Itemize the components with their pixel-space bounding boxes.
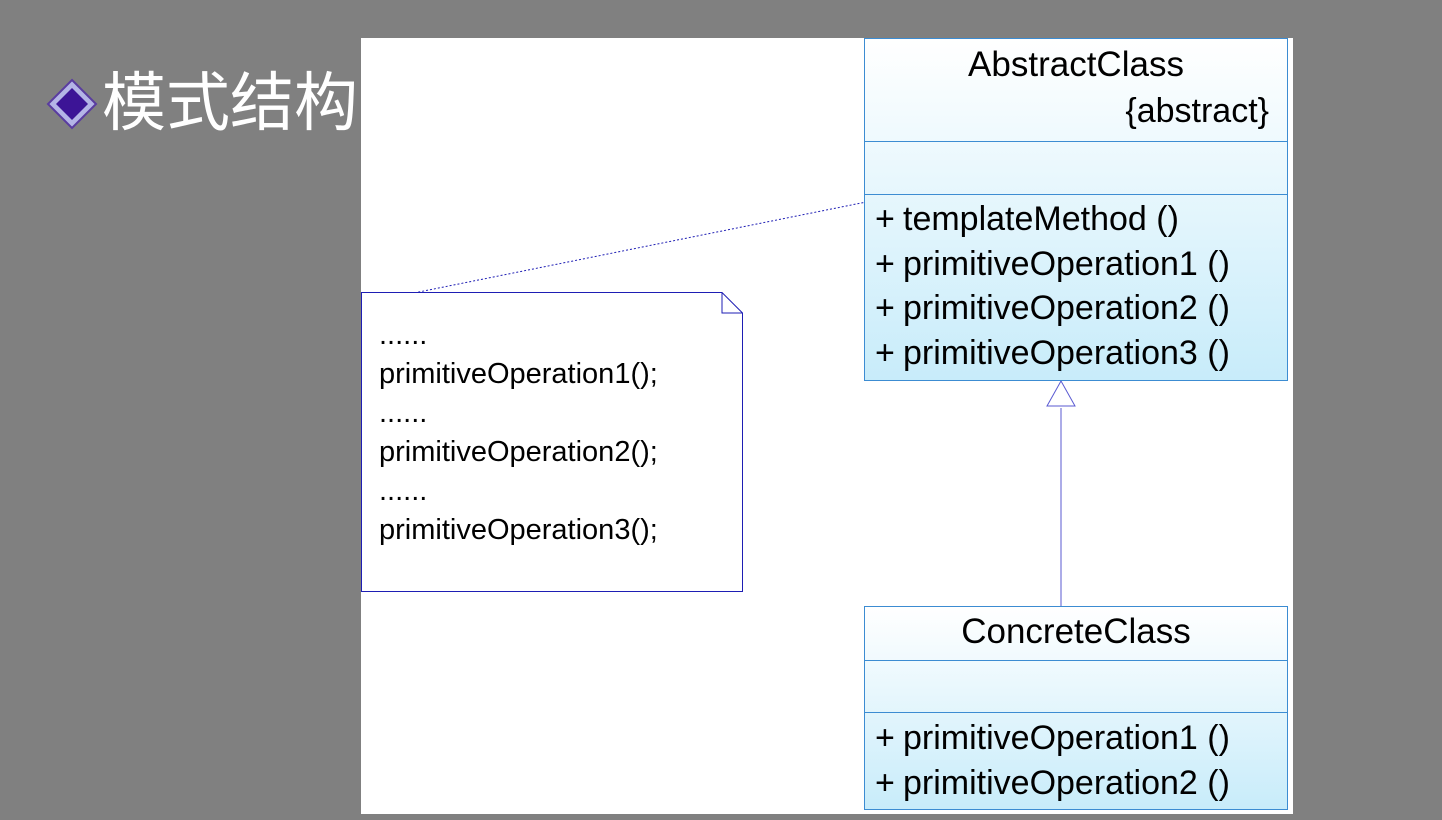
- code-note: ...... primitiveOperation1(); ...... pri…: [361, 292, 743, 592]
- concrete-class-header: ConcreteClass: [865, 607, 1287, 660]
- operation-row: +templateMethod (): [875, 200, 1179, 238]
- class-stereotype: {abstract}: [1125, 92, 1269, 130]
- operations-compartment: +primitiveOperation1 () +primitiveOperat…: [865, 712, 1287, 805]
- abstract-class-box: AbstractClass {abstract} +templateMethod…: [864, 38, 1288, 381]
- uml-diagram-canvas: ...... primitiveOperation1(); ...... pri…: [361, 38, 1293, 814]
- operation-row: +primitiveOperation2 (): [875, 763, 1230, 802]
- note-text: ...... primitiveOperation1(); ...... pri…: [379, 316, 658, 550]
- slide-title: 模式结构: [46, 64, 358, 144]
- concrete-class-box: ConcreteClass +primitiveOperation1 () +p…: [864, 606, 1288, 810]
- note-anchor-line: [378, 196, 892, 301]
- note-line: ......: [379, 319, 428, 351]
- operation-row: +primitiveOperation1 (): [875, 244, 1230, 283]
- note-line: primitiveOperation3();: [379, 514, 658, 546]
- page-title: 模式结构: [102, 67, 358, 141]
- note-line: primitiveOperation2();: [379, 436, 658, 468]
- abstract-class-header: AbstractClass {abstract}: [865, 39, 1287, 141]
- class-name: ConcreteClass: [961, 612, 1191, 651]
- operation-row: +primitiveOperation2 (): [875, 289, 1230, 327]
- diamond-bullet-icon: [46, 78, 98, 130]
- note-line: ......: [379, 475, 428, 507]
- operation-row: +primitiveOperation1 (): [875, 719, 1230, 757]
- operation-row: +primitiveOperation3 (): [875, 333, 1230, 372]
- operations-compartment: +templateMethod () +primitiveOperation1 …: [865, 194, 1287, 375]
- note-line: primitiveOperation1();: [379, 358, 658, 390]
- attributes-compartment: [865, 660, 1287, 712]
- generalization-arrowhead: [1046, 379, 1076, 407]
- note-line: ......: [379, 397, 428, 429]
- attributes-compartment: [865, 141, 1287, 194]
- class-name: AbstractClass: [968, 45, 1184, 84]
- diagram-connectors: [378, 196, 1076, 606]
